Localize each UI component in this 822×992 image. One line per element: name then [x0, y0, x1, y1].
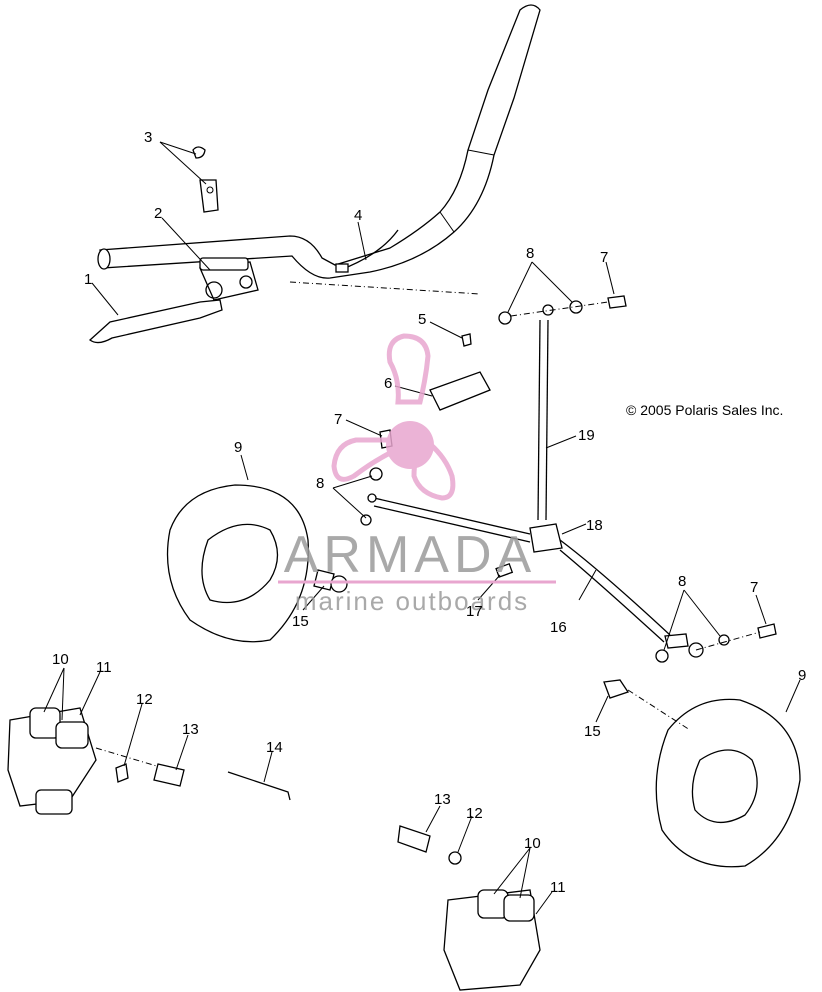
master-cylinder — [199, 257, 259, 301]
callout-4: 4 — [354, 207, 362, 224]
brake-line-16 — [559, 539, 671, 643]
copyright-text: © 2005 Polaris Sales Inc. — [626, 402, 783, 418]
brake-line-19 — [537, 319, 549, 521]
callout-11-left: 11 — [96, 659, 112, 676]
callout-15-left: 15 — [292, 613, 309, 630]
leader-line — [289, 281, 481, 295]
callout-3: 3 — [144, 129, 152, 146]
callout-18: 18 — [586, 517, 603, 534]
bolt-15-left — [313, 569, 348, 593]
watermark-propeller — [331, 333, 456, 501]
handlebar — [97, 4, 541, 279]
leader-line-15 — [627, 689, 691, 731]
callout-10-left: 10 — [52, 651, 69, 668]
caliper-left — [7, 707, 171, 815]
callout-5: 5 — [418, 311, 426, 328]
callout-2: 2 — [154, 205, 162, 222]
callout-12-left: 12 — [136, 691, 153, 708]
callout-6: 6 — [384, 375, 392, 392]
upper-fitting — [498, 295, 627, 325]
callout-9-left: 9 — [234, 439, 242, 456]
callout-11-lower: 11 — [550, 879, 566, 896]
callout-labels: 1 2 3 4 5 6 7 7 7 8 8 8 9 9 10 10 11 11 … — [52, 129, 806, 896]
pin-13-left — [153, 763, 185, 787]
callout-9-right: 9 — [798, 667, 806, 684]
callout-19: 19 — [578, 427, 595, 444]
callout-12-lower: 12 — [466, 805, 483, 822]
callout-13-lower: 13 — [434, 791, 451, 808]
nut-12-lower — [448, 851, 462, 865]
bracket-clip — [335, 263, 349, 273]
callout-1: 1 — [84, 271, 92, 288]
callout-14: 14 — [266, 739, 283, 756]
callout-13-left: 13 — [182, 721, 199, 738]
pin-13-lower — [397, 825, 431, 853]
callout-8-top: 8 — [526, 245, 534, 262]
callout-10-lower: 10 — [524, 835, 541, 852]
callout-7-top: 7 — [600, 249, 608, 266]
brake-line-17 — [373, 497, 531, 543]
clamp-part-3 — [192, 146, 219, 213]
clip-17 — [495, 563, 514, 578]
brake-lever — [88, 299, 223, 344]
nut-12-left — [115, 763, 129, 783]
callout-7-right: 7 — [750, 579, 758, 596]
callout-8-right: 8 — [678, 573, 686, 590]
leader-lines — [43, 141, 801, 915]
right-fitting — [655, 623, 777, 663]
watermark-brand: ARMADA — [284, 526, 536, 584]
callout-15-right: 15 — [584, 723, 601, 740]
callout-7-left: 7 — [334, 411, 342, 428]
bolt-part-5 — [461, 333, 472, 347]
brake-disc-right — [655, 698, 801, 868]
tee-fitting-18 — [529, 523, 563, 553]
brake-disc-left — [166, 484, 309, 643]
callout-16: 16 — [550, 619, 567, 636]
callout-8-left: 8 — [316, 475, 324, 492]
caliper-lower — [443, 889, 541, 991]
wire-14 — [227, 771, 291, 801]
watermark-tagline: marine outboards — [295, 586, 529, 616]
callout-17: 17 — [466, 603, 483, 620]
bolt-15-right — [603, 679, 630, 699]
bracket-part-6 — [429, 371, 491, 411]
